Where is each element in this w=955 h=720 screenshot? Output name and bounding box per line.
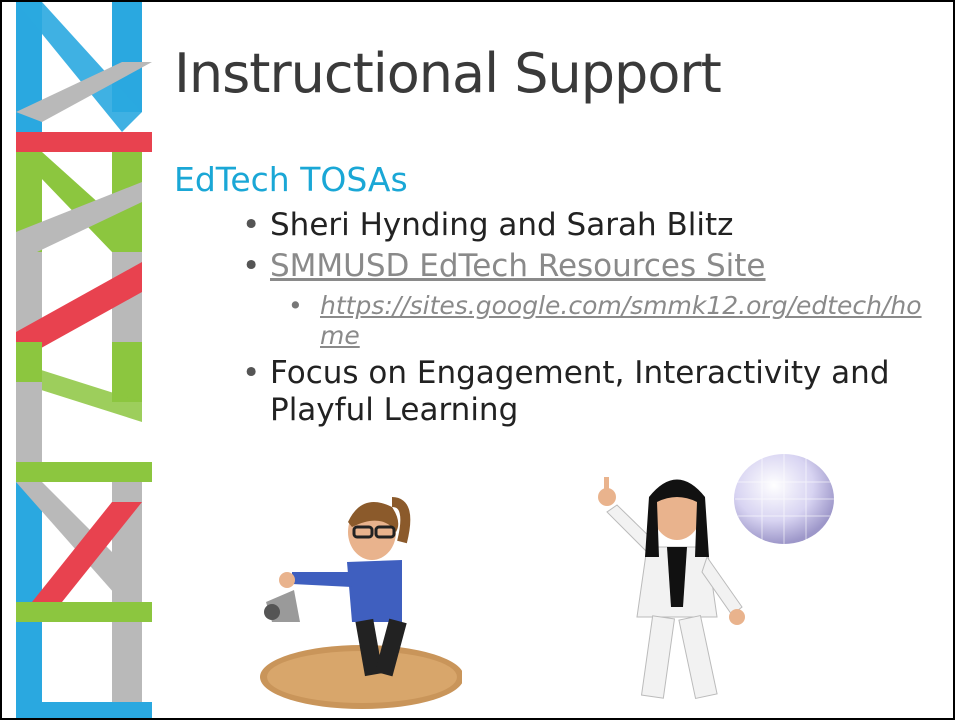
- bitmoji-thumbs-down-character: [260, 497, 462, 709]
- bullet-resources: SMMUSD EdTech Resources Site https://sit…: [242, 248, 932, 351]
- disco-ball-icon: [734, 454, 834, 544]
- subheading: EdTech TOSAs: [174, 160, 408, 199]
- spinning-top-icon: [264, 590, 300, 622]
- bitmoji-disco-dancer-character: [598, 477, 745, 700]
- bullet-names: Sheri Hynding and Sarah Blitz: [242, 207, 932, 244]
- resources-link[interactable]: SMMUSD EdTech Resources Site: [270, 248, 766, 284]
- sub-bullet-list: https://sites.google.com/smmk12.org/edte…: [270, 291, 932, 351]
- sub-bullet-url: https://sites.google.com/smmk12.org/edte…: [270, 291, 932, 351]
- resources-url-link[interactable]: https://sites.google.com/smmk12.org/edte…: [320, 291, 922, 350]
- slide-title: Instructional Support: [174, 42, 722, 105]
- bullet-list: Sheri Hynding and Sarah Blitz SMMUSD EdT…: [242, 207, 932, 433]
- smmusd-logo-stripe: [16, 2, 152, 718]
- bullet-focus: Focus on Engagement, Interactivity and P…: [242, 355, 932, 429]
